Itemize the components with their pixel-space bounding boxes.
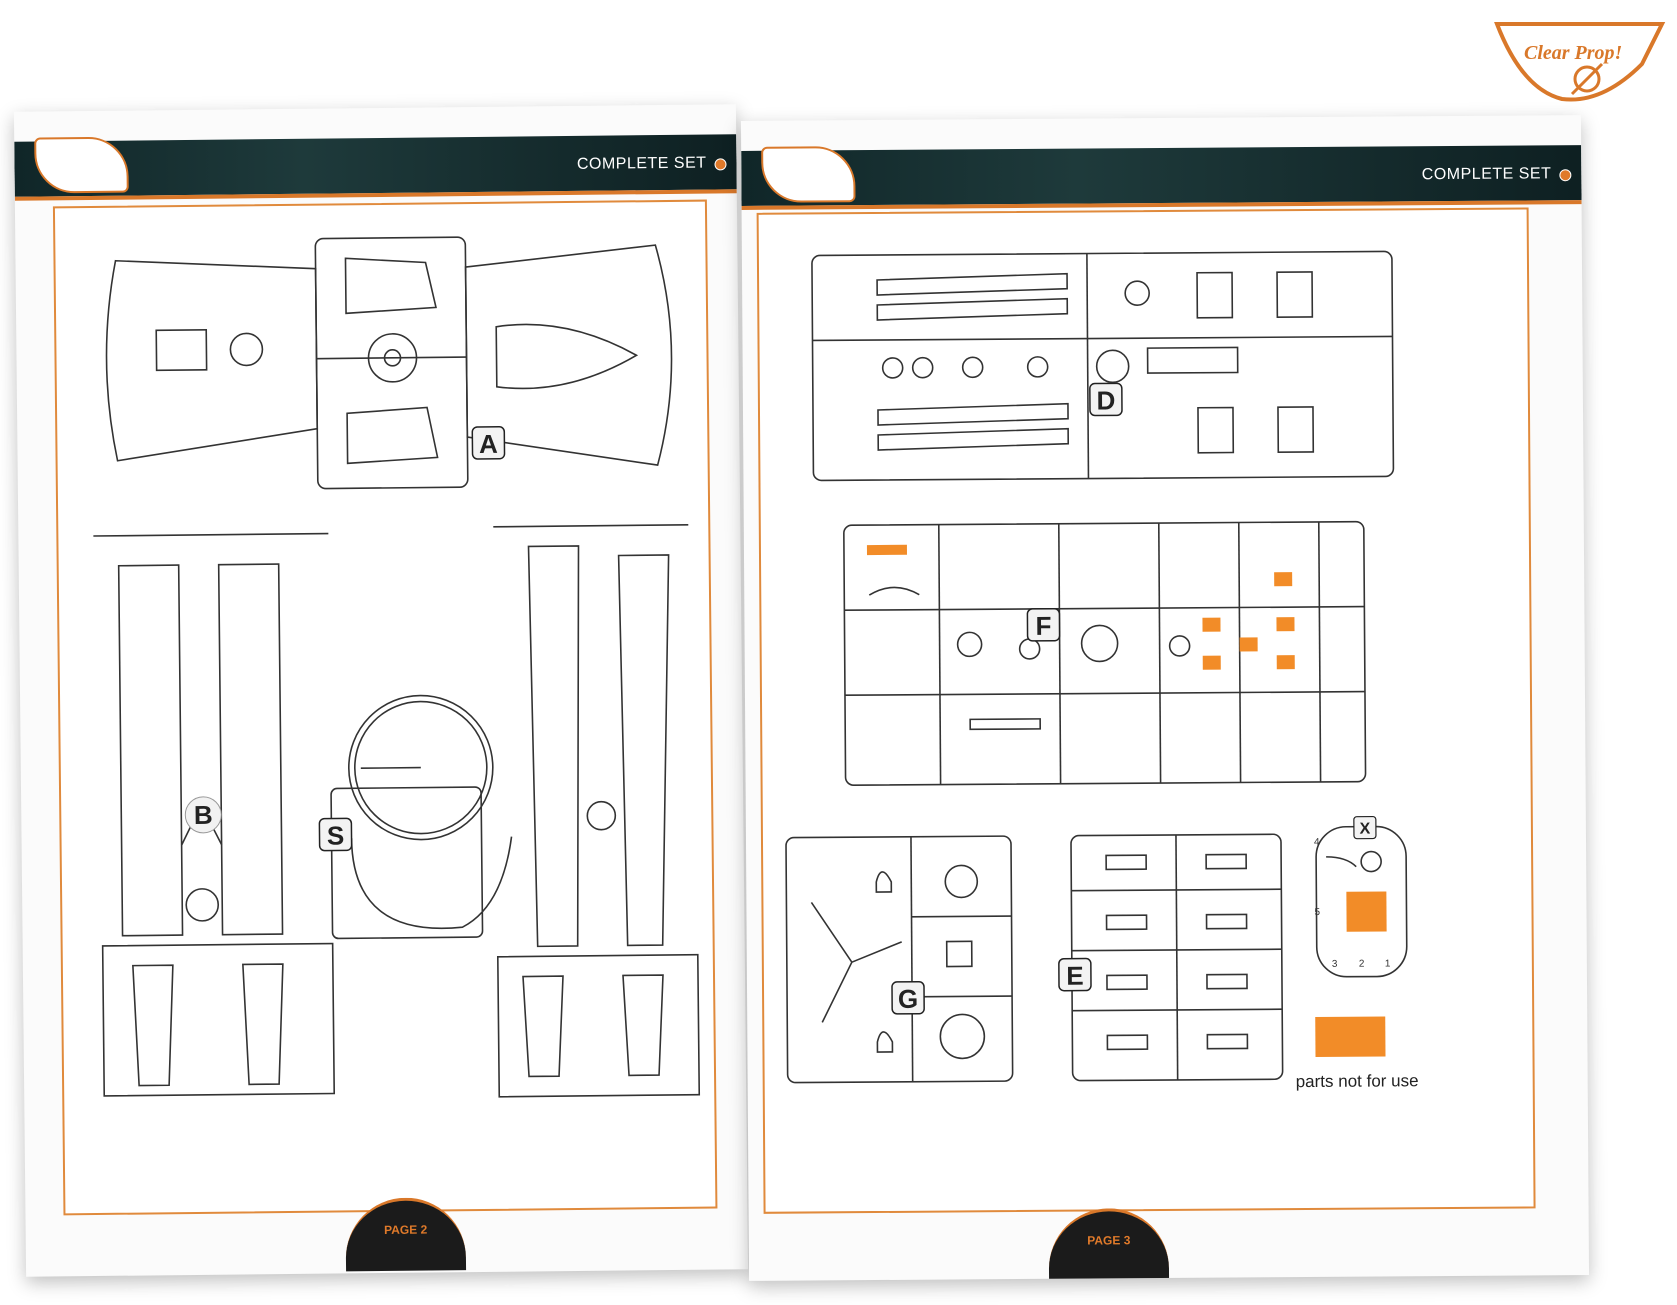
svg-text:S: S bbox=[327, 820, 345, 850]
x-part-not-for-use bbox=[1346, 891, 1387, 932]
sprue-s-diagram: S bbox=[318, 694, 513, 940]
header-title: COMPLETE SET bbox=[576, 154, 707, 173]
header-logo bbox=[761, 146, 856, 203]
svg-text:G: G bbox=[898, 984, 918, 1014]
svg-text:1: 1 bbox=[1385, 958, 1391, 969]
page-number: PAGE 2 bbox=[384, 1222, 428, 1237]
x-part-numbers: 4 5 3 2 1 bbox=[1314, 837, 1391, 970]
header-dot-icon bbox=[1559, 169, 1572, 182]
sprue-d-diagram: D bbox=[811, 250, 1395, 482]
svg-text:2: 2 bbox=[1359, 959, 1365, 970]
header-title: COMPLETE SET bbox=[1421, 165, 1552, 184]
sprue-label-s: S bbox=[318, 817, 353, 852]
page-header: COMPLETE SET bbox=[14, 134, 737, 201]
sprue-label-b: B bbox=[184, 796, 222, 834]
sprue-wing-diagram bbox=[493, 523, 701, 1098]
sprue-x-diagram: X 4 5 3 2 1 bbox=[1314, 815, 1408, 978]
page-2: COMPLETE SET A bbox=[13, 104, 749, 1277]
sprue-label-g: G bbox=[891, 980, 925, 1015]
svg-text:D: D bbox=[1096, 385, 1115, 415]
svg-text:A: A bbox=[479, 429, 498, 459]
sprue-e-diagram: E bbox=[1058, 833, 1284, 1082]
svg-text:4: 4 bbox=[1314, 837, 1320, 848]
legend-text: parts not for use bbox=[1295, 1071, 1419, 1092]
svg-text:3: 3 bbox=[1332, 959, 1338, 970]
svg-text:F: F bbox=[1035, 611, 1051, 641]
sprue-label-x: X bbox=[1353, 815, 1377, 840]
page-3: COMPLETE SET D bbox=[740, 115, 1590, 1281]
svg-text:X: X bbox=[1360, 821, 1371, 838]
logo-text: Clear Prop! bbox=[1524, 42, 1622, 64]
svg-text:B: B bbox=[194, 800, 213, 830]
sprue-f-diagram: F bbox=[843, 520, 1367, 786]
clear-prop-logo: Clear Prop! bbox=[1494, 22, 1666, 102]
page-header: COMPLETE SET bbox=[741, 145, 1582, 210]
sprue-b-diagram: B bbox=[93, 532, 336, 1097]
sprue-a-diagram: A bbox=[105, 236, 673, 490]
sprue-label-e: E bbox=[1058, 957, 1092, 992]
parts-not-for-use-marks bbox=[866, 544, 1295, 670]
sprue-label-a: A bbox=[471, 425, 506, 460]
page-footer-tab: PAGE 3 bbox=[1048, 1207, 1170, 1281]
legend-swatch bbox=[1315, 1016, 1386, 1057]
svg-text:E: E bbox=[1066, 961, 1084, 991]
header-dot-icon bbox=[714, 158, 727, 171]
sprue-label-f: F bbox=[1026, 608, 1061, 642]
sprue-g-diagram: G bbox=[785, 835, 1014, 1084]
svg-text:5: 5 bbox=[1314, 907, 1320, 918]
page-number: PAGE 3 bbox=[1087, 1233, 1131, 1248]
sprue-label-d: D bbox=[1089, 382, 1123, 417]
header-logo bbox=[34, 136, 129, 194]
